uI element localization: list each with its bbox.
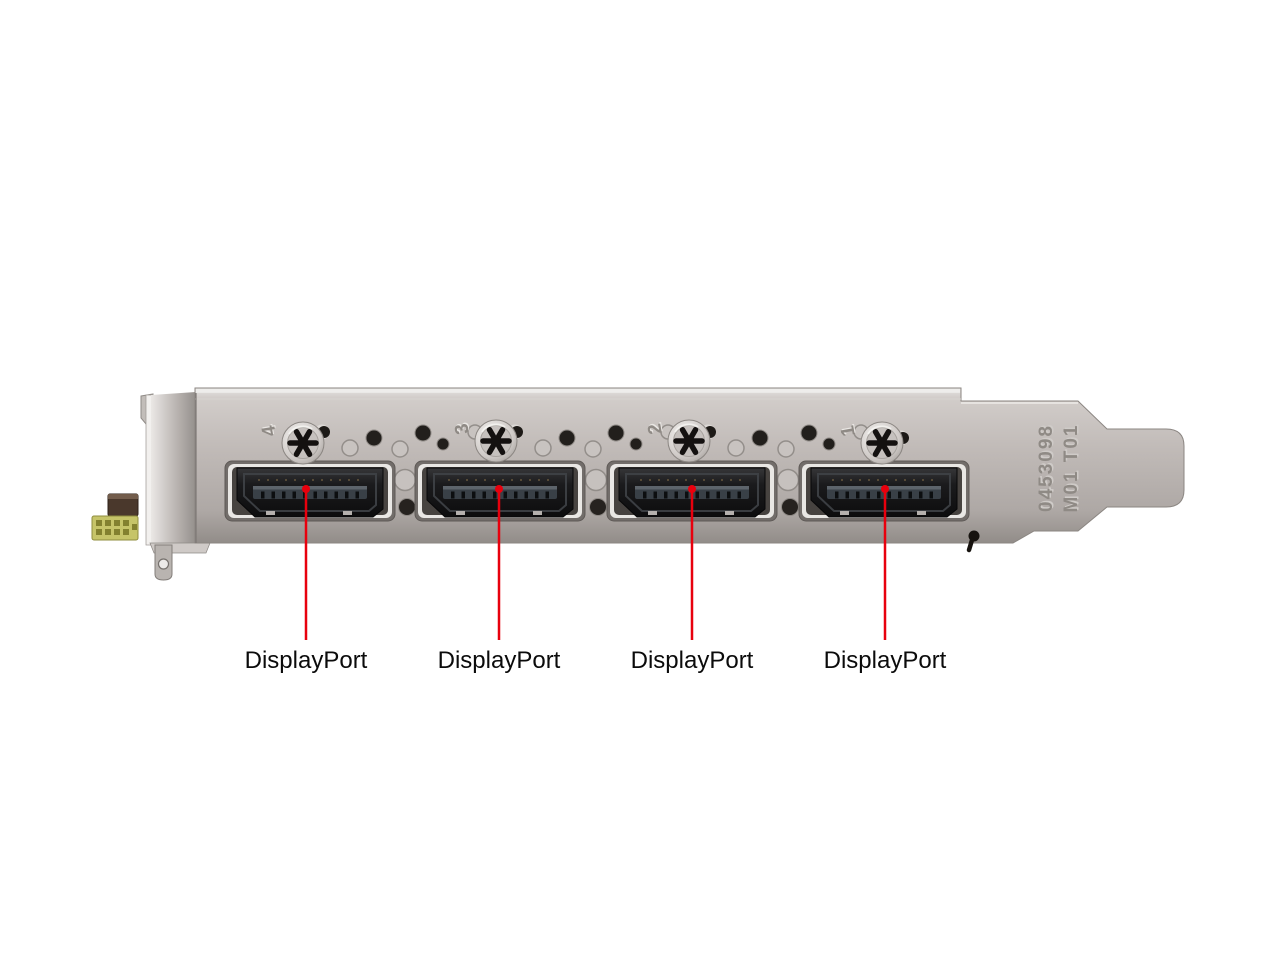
port-label-2: DisplayPort (631, 647, 754, 674)
etched-port-numbers: 4 4 3 3 2 2 1 1 (258, 420, 861, 437)
etched-number-3: 3 (451, 422, 474, 436)
etched-number-2-emboss: 2 (645, 420, 668, 434)
mount-strip-hole (157, 558, 170, 570)
etched-number-1-emboss: 1 (838, 422, 861, 436)
bracket-top-highlight (196, 388, 960, 393)
stamp-line1-emboss: 0453098 (1038, 423, 1059, 511)
bracket-folded-lip (151, 392, 196, 545)
pcb-edge-connector (91, 515, 139, 541)
etched-number-2: 2 (644, 422, 667, 436)
stamped-part-number: 0453098 0453098 M01 T01 M01 T01 (1036, 422, 1084, 512)
bracket-left-assembly (91, 392, 211, 581)
displayport-port-4 (225, 461, 395, 521)
pcb-component-highlight (108, 494, 138, 499)
callout-labels: DisplayPort DisplayPort DisplayPort Disp… (245, 647, 947, 674)
screw-2 (668, 420, 710, 462)
port-label-1: DisplayPort (824, 647, 947, 674)
stamp-line1: 0453098 (1036, 424, 1057, 512)
etched-number-4: 4 (258, 423, 281, 437)
stamp-line2: M01 T01 (1061, 424, 1082, 513)
retention-pin (966, 530, 980, 553)
etched-number-4-emboss: 4 (259, 422, 282, 436)
screw-1 (861, 422, 903, 464)
etched-number-1: 1 (837, 423, 860, 437)
pcb-edge-contacts (96, 520, 137, 535)
screw-3 (475, 420, 517, 462)
stamp-line2-emboss: M01 T01 (1063, 422, 1084, 511)
screw-4 (282, 422, 324, 464)
port-label-4: DisplayPort (245, 647, 368, 674)
port-label-3: DisplayPort (438, 647, 561, 674)
etched-number-3-emboss: 3 (452, 420, 475, 434)
